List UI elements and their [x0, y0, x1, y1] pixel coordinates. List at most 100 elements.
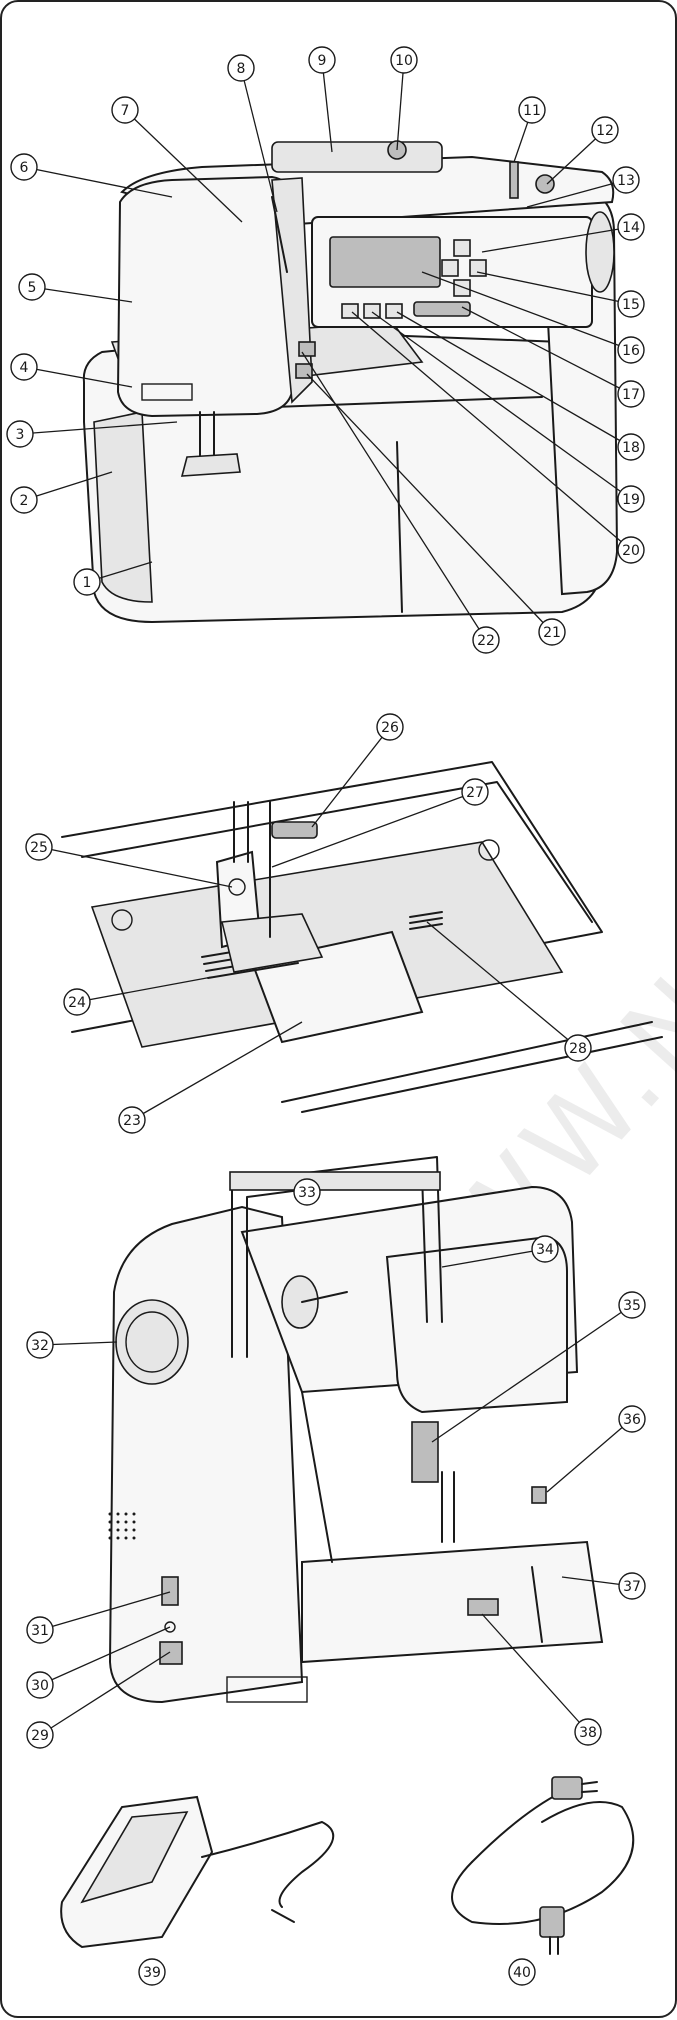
callout-number-31: 31 — [31, 1623, 49, 1639]
leader-line-9 — [321, 59, 333, 153]
callout-circle-3 — [6, 420, 34, 448]
callout-circle-12 — [591, 116, 619, 144]
callout-34: 34 — [531, 1235, 559, 1263]
callout-number-20: 20 — [622, 543, 640, 559]
callout-circle-15 — [617, 290, 645, 318]
callout-12: 12 — [591, 116, 619, 144]
callout-30: 30 — [26, 1671, 54, 1699]
callout-circle-34 — [531, 1235, 559, 1263]
leader-line-14 — [481, 226, 632, 253]
leader-line-3 — [19, 421, 178, 435]
callout-33: 33 — [293, 1178, 321, 1206]
callout-32: 32 — [26, 1331, 54, 1359]
leader-line-2 — [23, 471, 113, 501]
callout-circle-2 — [10, 486, 38, 514]
leader-line-34 — [441, 1248, 546, 1268]
callout-circle-28 — [564, 1034, 592, 1062]
leader-line-22 — [301, 351, 487, 641]
callout-18: 18 — [617, 433, 645, 461]
callout-38: 38 — [574, 1718, 602, 1746]
leader-line-10 — [396, 59, 405, 151]
leader-line-18 — [396, 311, 632, 448]
callout-16: 16 — [617, 336, 645, 364]
callout-number-18: 18 — [622, 440, 640, 456]
callout-circle-27 — [461, 778, 489, 806]
callout-number-1: 1 — [83, 575, 92, 591]
callout-39: 39 — [138, 1958, 166, 1986]
leader-line-28 — [426, 921, 579, 1049]
leader-line-24 — [76, 976, 213, 1003]
callout-17: 17 — [617, 380, 645, 408]
callout-number-6: 6 — [20, 160, 29, 176]
callout-number-8: 8 — [237, 61, 246, 77]
power-cord-figure — [451, 1776, 635, 1955]
callout-21: 21 — [538, 618, 566, 646]
leader-line-19 — [371, 311, 632, 500]
callout-number-13: 13 — [617, 173, 635, 189]
callout-number-27: 27 — [466, 785, 484, 801]
callout-circle-4 — [10, 353, 38, 381]
callout-number-22: 22 — [477, 633, 495, 649]
callout-number-16: 16 — [622, 343, 640, 359]
callout-circle-21 — [538, 618, 566, 646]
callout-8: 8 — [227, 54, 255, 82]
callout-14: 14 — [617, 213, 645, 241]
callout-circle-37 — [618, 1572, 646, 1600]
callout-circle-38 — [574, 1718, 602, 1746]
callout-circle-35 — [618, 1291, 646, 1319]
callout-26: 26 — [376, 713, 404, 741]
callout-3: 3 — [6, 420, 34, 448]
callout-number-36: 36 — [623, 1412, 641, 1428]
callout-35: 35 — [618, 1291, 646, 1319]
callout-number-26: 26 — [381, 720, 399, 736]
callout-circle-18 — [617, 433, 645, 461]
callout-circle-7 — [111, 96, 139, 124]
leader-line-35 — [431, 1304, 633, 1443]
leader-line-20 — [351, 311, 632, 551]
callout-circle-9 — [308, 46, 336, 74]
callout-number-2: 2 — [20, 493, 29, 509]
leader-line-17 — [461, 306, 632, 395]
leader-line-36 — [546, 1418, 633, 1493]
callout-circle-8 — [227, 54, 255, 82]
callout-2: 2 — [10, 486, 38, 514]
leader-lines — [19, 59, 633, 1736]
leader-line-5 — [31, 286, 133, 303]
callout-number-3: 3 — [16, 427, 25, 443]
callout-number-21: 21 — [543, 625, 561, 641]
callout-circle-19 — [617, 485, 645, 513]
callout-1: 1 — [73, 568, 101, 596]
callout-number-5: 5 — [28, 280, 37, 296]
callout-4: 4 — [10, 353, 38, 381]
callout-9: 9 — [308, 46, 336, 74]
leader-line-16 — [421, 271, 632, 351]
callout-number-11: 11 — [523, 103, 541, 119]
leader-line-15 — [476, 271, 632, 305]
callout-31: 31 — [26, 1616, 54, 1644]
machine-front-figure — [82, 140, 619, 624]
callout-22: 22 — [472, 626, 500, 654]
callout-number-14: 14 — [622, 220, 640, 236]
callout-circle-10 — [390, 46, 418, 74]
callout-number-30: 30 — [31, 1678, 49, 1694]
callout-5: 5 — [18, 273, 46, 301]
callout-number-28: 28 — [569, 1041, 587, 1057]
callout-28: 28 — [564, 1034, 592, 1062]
callout-number-15: 15 — [622, 297, 640, 313]
callout-37: 37 — [618, 1572, 646, 1600]
callout-number-32: 32 — [31, 1338, 49, 1354]
leader-line-31 — [39, 1591, 171, 1631]
callout-19: 19 — [617, 485, 645, 513]
callout-circle-14 — [617, 213, 645, 241]
callout-circle-16 — [617, 336, 645, 364]
callout-number-19: 19 — [622, 492, 640, 508]
callout-27: 27 — [461, 778, 489, 806]
callout-23: 23 — [118, 1106, 146, 1134]
callout-circle-31 — [26, 1616, 54, 1644]
callout-29: 29 — [26, 1721, 54, 1749]
callout-circle-40 — [508, 1958, 536, 1986]
callout-24: 24 — [63, 988, 91, 1016]
leader-line-25 — [38, 846, 233, 888]
callout-number-38: 38 — [579, 1725, 597, 1741]
